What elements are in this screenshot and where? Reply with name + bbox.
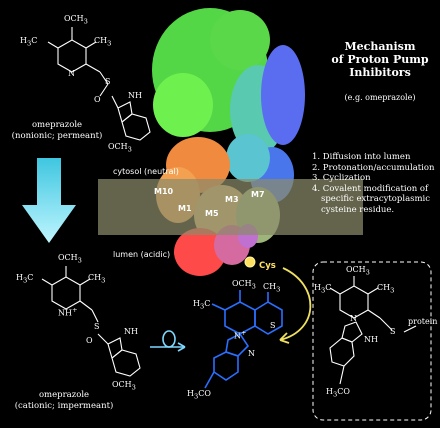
- step-4: 4. Covalent modification of: [312, 183, 429, 194]
- protein-adduct-structure: [329, 276, 417, 385]
- omeprazole-cationic-state: (cationic; impermeant): [14, 401, 114, 411]
- atom-och3: OCH3: [64, 14, 88, 26]
- atom-och3-2b: OCH3: [112, 380, 136, 392]
- title-line-1: Mechanism: [344, 40, 416, 53]
- step-2: 2. Protonation/accumulation: [312, 162, 435, 173]
- atom-ch3-3: CH3: [263, 282, 281, 294]
- atom-och3-3: OCH3: [232, 279, 256, 291]
- atom-s-3: S: [270, 321, 276, 330]
- atom-nh-4: NH: [364, 335, 378, 344]
- title-subtitle: (e.g. omeprazole): [344, 93, 416, 102]
- atom-o: O: [94, 95, 101, 104]
- atom-ch3-2: CH3: [88, 273, 106, 285]
- helix-m10: M10: [154, 187, 174, 196]
- atom-och3-b: OCH3: [108, 142, 132, 154]
- helix-m1: M1: [178, 204, 192, 213]
- atom-s-2: S: [94, 322, 100, 331]
- atom-n-4: N: [350, 314, 357, 323]
- cys-label: Cys: [259, 261, 276, 271]
- diagram-title: Mechanism of Proton Pump Inhibitors: [320, 40, 440, 79]
- atom-n-3: N: [248, 349, 255, 358]
- step-3: 3. Cyclization: [312, 173, 371, 183]
- atom-n-plus-3: N+: [234, 329, 247, 341]
- atom-h3c-2: H3C: [16, 273, 34, 285]
- title-line-3: Inhibitors: [349, 66, 411, 79]
- steps-list: 1. Diffusion into lumen 2. Protonation/a…: [312, 152, 435, 215]
- atom-nh-2: NH: [124, 327, 138, 336]
- omeprazole-neutral-name: omeprazole: [31, 120, 83, 130]
- cyclization-arrow-icon: [150, 330, 186, 352]
- atom-ch3-4: CH3: [377, 283, 395, 295]
- helix-m5: M5: [205, 209, 219, 218]
- atom-h3co-3: H3CO: [187, 389, 211, 401]
- omeprazole-neutral-state: (nonionic; permeant): [11, 131, 103, 141]
- atom-nh-plus: NH+: [58, 306, 78, 318]
- step-1: 1. Diffusion into lumen: [312, 152, 411, 162]
- cyclized-sulfenamide-structure: [204, 290, 283, 389]
- title-line-2: of Proton Pump: [331, 53, 429, 66]
- atom-o-2: O: [86, 336, 93, 345]
- cys-arrow-icon: [279, 267, 312, 344]
- helix-m3: M3: [225, 195, 239, 204]
- atom-h3c: H3C: [20, 36, 38, 48]
- atom-och3-2: OCH3: [58, 253, 82, 265]
- atom-protein: protein: [408, 317, 438, 326]
- atom-h3c-4: H3C: [314, 283, 332, 295]
- cytosol-label: cytosol (neutral): [113, 167, 179, 176]
- atom-s-4: S: [390, 327, 396, 336]
- atom-n: N: [68, 69, 75, 78]
- helix-m7: M7: [251, 190, 265, 199]
- proton-pump-protein: [152, 8, 305, 276]
- atom-nh: NH: [128, 91, 142, 100]
- atom-ch3: CH3: [94, 36, 112, 48]
- membrane-band: [98, 179, 363, 235]
- step-4-cont: specific extracytoplasmic: [321, 194, 431, 204]
- down-arrow-icon: [22, 158, 76, 243]
- atom-s: S: [105, 77, 111, 86]
- step-4-cont-2: cysteine residue.: [321, 204, 395, 215]
- atom-h3co-4: H3CO: [326, 387, 350, 399]
- omeprazole-neutral-structure: [47, 27, 151, 141]
- omeprazole-cationic-name: omeprazole: [38, 390, 90, 400]
- atom-h3c-3: H3C: [193, 299, 211, 311]
- lumen-label: lumen (acidic): [113, 250, 171, 259]
- atom-och3-4: OCH3: [346, 265, 370, 277]
- omeprazole-cationic-structure: [41, 266, 141, 377]
- adduct-box: [312, 261, 432, 421]
